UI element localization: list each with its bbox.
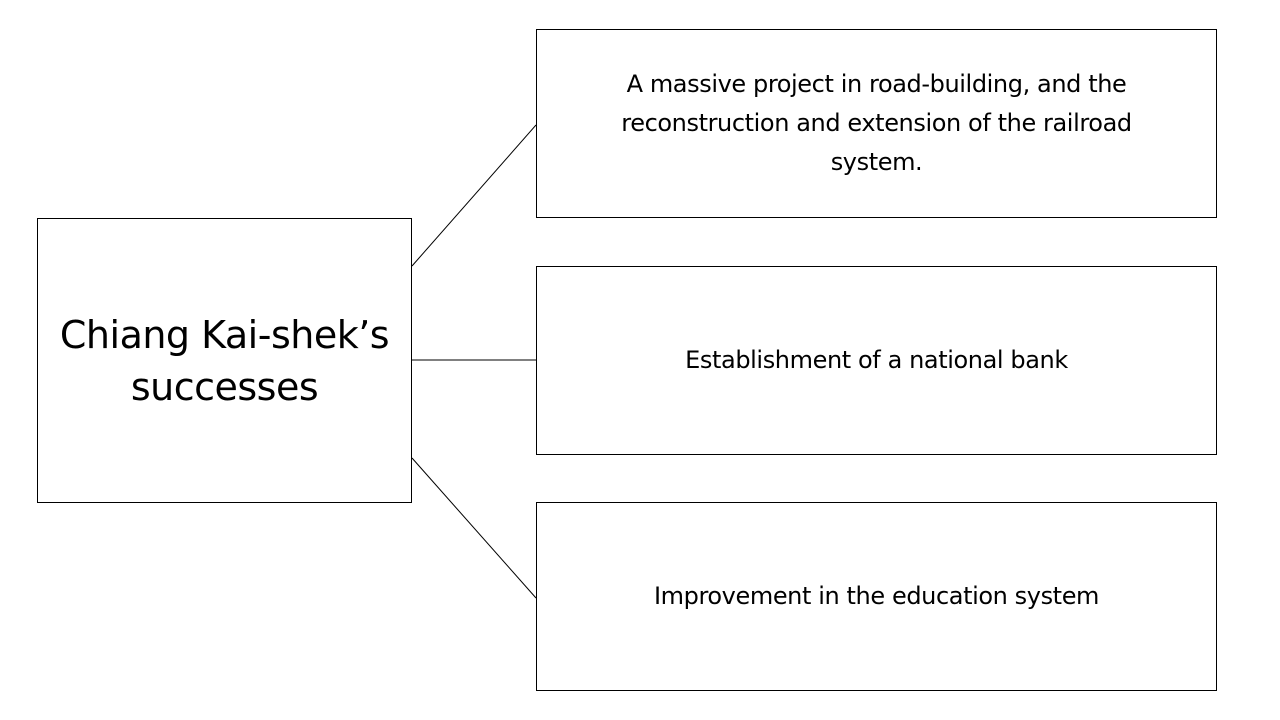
item-node-education: Improvement in the education system — [536, 502, 1217, 691]
root-node-label: Chiang Kai-shek’s successes — [59, 312, 390, 409]
connector-to-item-3 — [411, 457, 537, 599]
root-node: Chiang Kai-shek’s successes — [37, 218, 412, 503]
item-node-road-railroad: A massive project in road-building, and … — [536, 29, 1217, 218]
item-node-label: Establishment of a national bank — [685, 346, 1068, 374]
item-node-label: A massive project in road-building, and … — [621, 70, 1132, 176]
item-node-label: Improvement in the education system — [653, 582, 1100, 610]
item-node-national-bank: Establishment of a national bank — [536, 266, 1217, 455]
connector-to-item-1 — [411, 124, 537, 267]
